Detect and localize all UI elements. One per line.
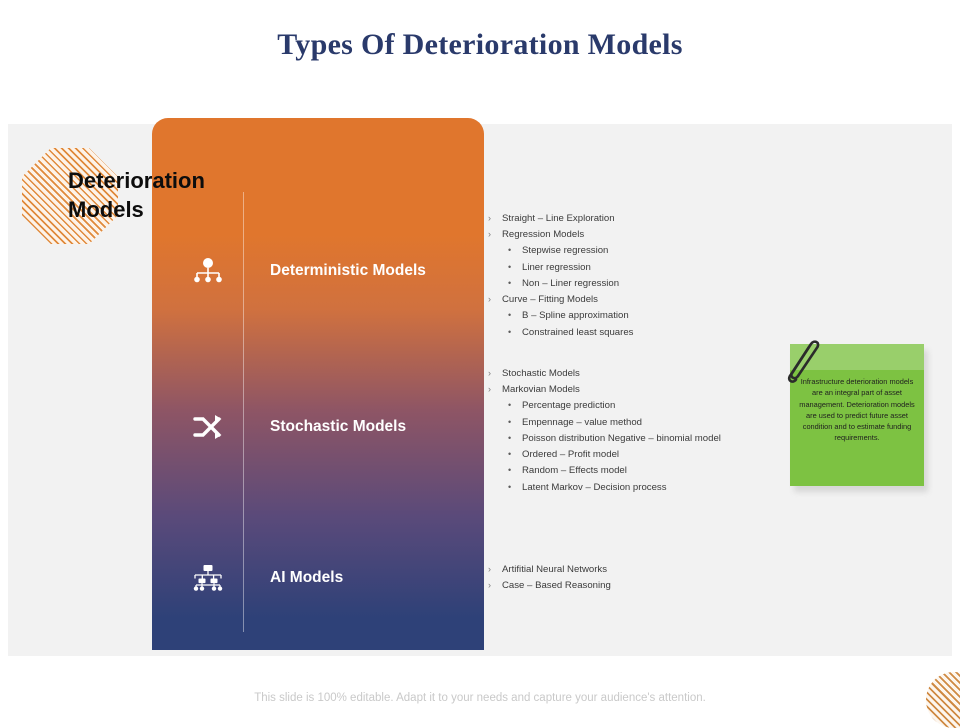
- bullet-dot-icon: •: [508, 310, 512, 321]
- bullet-item: • Ordered – Profit model: [488, 449, 778, 460]
- bullet-text: Straight – Line Exploration: [502, 213, 615, 224]
- bullet-dot-icon: •: [508, 261, 512, 272]
- bullet-chevron-icon: ›: [488, 564, 491, 574]
- bullet-list-stochastic: › Stochastic Models › Markovian Models • Perc…: [488, 368, 778, 498]
- left-heading: Deterioration Models: [68, 168, 205, 223]
- bullet-chevron-icon: ›: [488, 213, 491, 223]
- bullet-text: Latent Markov – Decision process: [522, 481, 667, 493]
- bullet-text: Poisson distribution Negative – binomial…: [522, 432, 721, 444]
- bullet-text: Artifitial Neural Networks: [502, 564, 608, 575]
- bullet-text: Empennage – value method: [522, 416, 643, 428]
- sticky-note-text: Infrastructure deterioration models are …: [799, 377, 915, 443]
- page-title: Types Of Deterioration Models: [277, 28, 683, 61]
- paperclip-icon: [787, 340, 820, 383]
- category-label: Stochastic Models: [270, 418, 407, 435]
- bullet-item: • Latent Markov – Decision process: [488, 482, 778, 493]
- bullet-chevron-icon: ›: [488, 294, 491, 305]
- bullet-item: › Regression Models: [488, 229, 778, 240]
- category-row-deterministic[interactable]: Deterministic Models: [152, 246, 484, 296]
- bullet-chevron-icon: ›: [488, 368, 491, 378]
- bullet-text: Markovian Models: [502, 384, 580, 396]
- bullet-text: Curve – Fitting Models: [502, 294, 598, 306]
- bullet-dot-icon: •: [508, 465, 512, 476]
- bullet-text: Liner regression: [522, 261, 591, 273]
- footer-note: This slide is 100% editable. Adapt it to…: [254, 692, 706, 704]
- category-row-ai[interactable]: AI Models: [152, 553, 484, 603]
- bullet-dot-icon: •: [508, 326, 512, 337]
- bullet-dot-icon: •: [508, 245, 512, 256]
- bullet-item: • Random – Effects model: [488, 465, 778, 476]
- bullet-item: › Artifitial Neural Networks: [488, 564, 778, 575]
- bullet-text: Regression Models: [502, 229, 585, 241]
- bullet-list-deterministic: › Straight – Line Exploration › Regression …: [488, 213, 778, 343]
- neural-network-icon: [186, 558, 230, 598]
- bullet-text: Random – Effects model: [522, 465, 627, 477]
- bullet-chevron-icon: ›: [488, 580, 491, 591]
- bullet-item: • Poisson distribution Negative – binomia…: [488, 433, 778, 444]
- bullet-text: Percentage prediction: [522, 400, 616, 412]
- bullet-item: • Stepwise regression: [488, 245, 778, 256]
- bullet-list-ai: › Artifitial Neural Networks › Case – Based…: [488, 564, 778, 596]
- bullet-chevron-icon: ›: [488, 384, 491, 395]
- bullet-item: › Straight – Line Exploration: [488, 213, 778, 224]
- bullet-item: › Markovian Models: [488, 384, 778, 395]
- bullet-dot-icon: •: [508, 449, 512, 460]
- bullet-item: • Constrained least squares: [488, 327, 778, 338]
- bullet-text: Stochastic Models: [502, 368, 580, 379]
- bullet-item: › Stochastic Models: [488, 368, 778, 379]
- bullet-item: • Percentage prediction: [488, 400, 778, 411]
- category-row-stochastic[interactable]: Stochastic Models: [152, 402, 484, 452]
- hierarchy-icon: [186, 251, 230, 291]
- bullet-item: › Case – Based Reasoning: [488, 580, 778, 591]
- bullet-text: Non – Liner regression: [522, 277, 620, 289]
- bullet-text: B – Spline approximation: [522, 310, 629, 322]
- bullet-text: Stepwise regression: [522, 245, 609, 257]
- panel-divider: [243, 192, 244, 632]
- bullet-chevron-icon: ›: [488, 229, 491, 240]
- bullet-dot-icon: •: [508, 432, 512, 443]
- bullet-text: Constrained least squares: [522, 326, 634, 338]
- bullet-item: • B – Spline approximation: [488, 310, 778, 321]
- bullet-dot-icon: •: [508, 481, 512, 492]
- shuffle-icon: [186, 407, 230, 447]
- sticky-note: Infrastructure deterioration models are …: [787, 340, 928, 492]
- bullet-dot-icon: •: [508, 400, 512, 411]
- bullet-dot-icon: •: [508, 277, 512, 288]
- bullet-text: Ordered – Profit model: [522, 449, 620, 461]
- bullet-item: • Empennage – value method: [488, 417, 778, 428]
- bullet-item: • Liner regression: [488, 262, 778, 273]
- bullet-dot-icon: •: [508, 416, 512, 427]
- decorative-hatched-octagon: [22, 148, 118, 244]
- sticky-note-body: Infrastructure deterioration models are …: [790, 344, 924, 486]
- category-label: Deterministic Models: [270, 262, 426, 279]
- category-label: AI Models: [270, 569, 344, 586]
- category-gradient-panel: [152, 118, 484, 650]
- bullet-text: Case – Based Reasoning: [502, 580, 611, 592]
- bullet-item: • Non – Liner regression: [488, 278, 778, 289]
- bullet-item: › Curve – Fitting Models: [488, 294, 778, 305]
